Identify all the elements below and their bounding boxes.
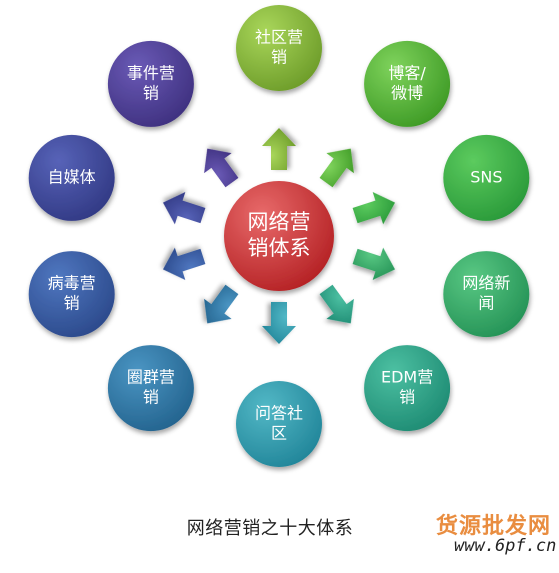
node-sns-label-line-1: SNS xyxy=(470,167,502,186)
watermark-url: www.6pf.cn xyxy=(454,536,557,556)
node-circle-circle xyxy=(107,345,194,432)
node-event-arrow xyxy=(204,148,239,188)
node-news-label-line-1: 网络新 xyxy=(462,274,510,293)
node-blog-arrow xyxy=(319,148,354,188)
node-sns-arrow xyxy=(352,191,396,225)
node-blog-label-line-1: 博客/ xyxy=(388,63,426,82)
node-edm-circle xyxy=(364,345,451,432)
center-node-label-line-2: 销体系 xyxy=(248,236,311,260)
node-event-label-line-2: 销 xyxy=(143,83,159,102)
node-viral-arrow xyxy=(162,247,206,281)
node-sns: SNS xyxy=(443,134,530,221)
node-news-label-line-2: 闻 xyxy=(478,294,494,313)
watermark-site-name: 货源批发网 xyxy=(436,513,552,539)
node-media: 自媒体 xyxy=(28,134,115,221)
node-qa-arrow xyxy=(262,302,296,344)
center-node-circle xyxy=(224,181,334,291)
node-media-label-line-1: 自媒体 xyxy=(48,167,96,186)
node-edm-label-line-2: 销 xyxy=(399,388,415,407)
node-community-circle xyxy=(236,5,322,91)
node-event-label-line-1: 事件营 xyxy=(127,63,175,82)
node-blog-circle xyxy=(364,40,451,127)
node-circle-label-line-1: 圈群营 xyxy=(127,368,175,387)
node-media-circle xyxy=(28,134,115,221)
node-viral-label-line-1: 病毒营 xyxy=(48,274,96,293)
node-news-circle xyxy=(443,251,530,338)
node-viral-label-line-2: 销 xyxy=(64,294,80,313)
node-circle-label-line-2: 销 xyxy=(143,388,159,407)
node-viral-circle xyxy=(28,251,115,338)
node-event-circle xyxy=(107,40,194,127)
node-edm-label-line-1: EDM营 xyxy=(381,368,433,387)
node-qa-label-line-1: 问答社 xyxy=(255,404,303,423)
node-circle-arrow xyxy=(204,284,239,324)
watermark-logo: 货源批发网 www.6pf.cn xyxy=(432,504,558,568)
node-blog-label-line-2: 微博 xyxy=(391,83,423,102)
arrows-layer xyxy=(162,128,396,344)
node-news-arrow xyxy=(352,247,396,281)
node-edm-arrow xyxy=(319,284,354,324)
node-blog: 博客/微博 xyxy=(364,40,451,127)
center-node-label-line-1: 网络营 xyxy=(248,210,311,234)
node-qa-circle xyxy=(236,381,322,467)
node-sns-circle xyxy=(443,134,530,221)
node-community-label-line-2: 销 xyxy=(271,48,287,67)
diagram-caption: 网络营销之十大体系 xyxy=(186,518,354,539)
node-media-arrow xyxy=(162,191,206,225)
node-community-arrow xyxy=(262,128,296,170)
node-qa-label-line-2: 区 xyxy=(271,424,287,443)
node-community-label-line-1: 社区营 xyxy=(255,28,303,47)
